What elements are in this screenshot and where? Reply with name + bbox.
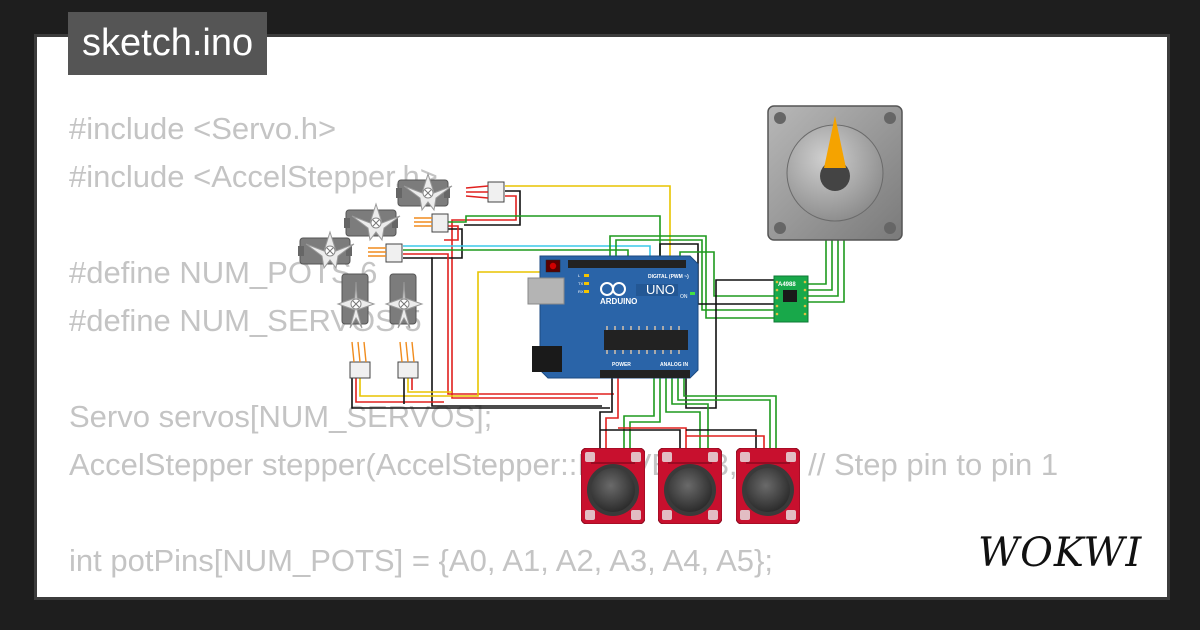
digital-header <box>568 260 686 268</box>
power-label: POWER <box>612 362 631 368</box>
wire <box>403 245 651 258</box>
wire <box>451 195 598 399</box>
wire <box>407 378 452 393</box>
wire <box>618 427 687 450</box>
wires <box>351 185 845 450</box>
wire <box>351 378 610 409</box>
code-line: Servo servos[NUM_SERVOS]; <box>69 399 493 434</box>
code-line: #include <Servo.h> <box>69 111 337 146</box>
code-line: int servoPins[NUM_SERVOS] = {2, 5, 6, 9,… <box>69 585 1058 597</box>
atmega-chip <box>604 330 688 350</box>
servo <box>337 273 375 379</box>
wire <box>355 378 444 403</box>
servo <box>344 203 449 241</box>
joystick <box>736 448 800 524</box>
wire <box>431 228 463 259</box>
file-tab[interactable]: sketch.ino <box>68 12 268 75</box>
driver-label: A4988 <box>778 282 796 288</box>
wire <box>686 429 757 450</box>
wire <box>403 253 614 395</box>
usb-port <box>527 277 565 305</box>
on-label: ON <box>680 294 688 300</box>
wire <box>448 215 661 258</box>
wire <box>808 240 827 285</box>
wire <box>671 378 709 450</box>
wire <box>615 239 774 311</box>
wire <box>685 279 774 409</box>
wire <box>403 249 629 258</box>
arduino-uno-board: ARDUINO UNO DIGITAL (PWM ~) POWER ANALOG… <box>527 255 699 379</box>
board-brand: ARDUINO <box>600 297 637 306</box>
code-line: int potPins[NUM_POTS] = {A0, A1, A2, A3,… <box>69 543 773 578</box>
joystick <box>658 448 722 524</box>
servo <box>396 173 505 211</box>
wire <box>629 378 661 450</box>
analog-header <box>600 370 690 378</box>
servo <box>298 231 403 269</box>
wokwi-logo: WOKWI <box>978 530 1142 576</box>
servo <box>385 273 423 379</box>
wire <box>808 240 845 303</box>
wire <box>605 378 619 450</box>
code-preview: #include <Servo.h>#include <AccelStepper… <box>69 105 1058 597</box>
wire <box>599 378 613 450</box>
wire <box>808 240 833 291</box>
l-label: L <box>578 273 581 278</box>
a4988-driver: A4988 <box>773 275 809 323</box>
wire <box>600 429 681 450</box>
power-jack <box>532 346 562 372</box>
wire <box>679 251 774 297</box>
wire <box>665 378 701 450</box>
wire <box>659 243 774 305</box>
wire <box>686 435 765 450</box>
tx-label: TX <box>578 281 583 286</box>
wire <box>505 185 671 258</box>
wokwi-logo-text: WOKWI <box>978 530 1142 576</box>
digital-label: DIGITAL (PWM ~) <box>648 274 689 280</box>
wire <box>677 378 771 450</box>
board-model: UNO <box>646 282 675 297</box>
wire <box>683 378 777 450</box>
wire <box>403 257 602 407</box>
stepper-shaft-indicator <box>824 116 846 168</box>
wire <box>609 235 774 319</box>
joystick <box>581 448 645 524</box>
wire <box>623 378 655 450</box>
wire <box>464 190 521 226</box>
stepper-motor <box>767 105 903 241</box>
wire <box>444 225 459 241</box>
wire <box>808 240 839 297</box>
rx-label: RX <box>578 289 584 294</box>
analog-label: ANALOG IN <box>660 362 688 368</box>
